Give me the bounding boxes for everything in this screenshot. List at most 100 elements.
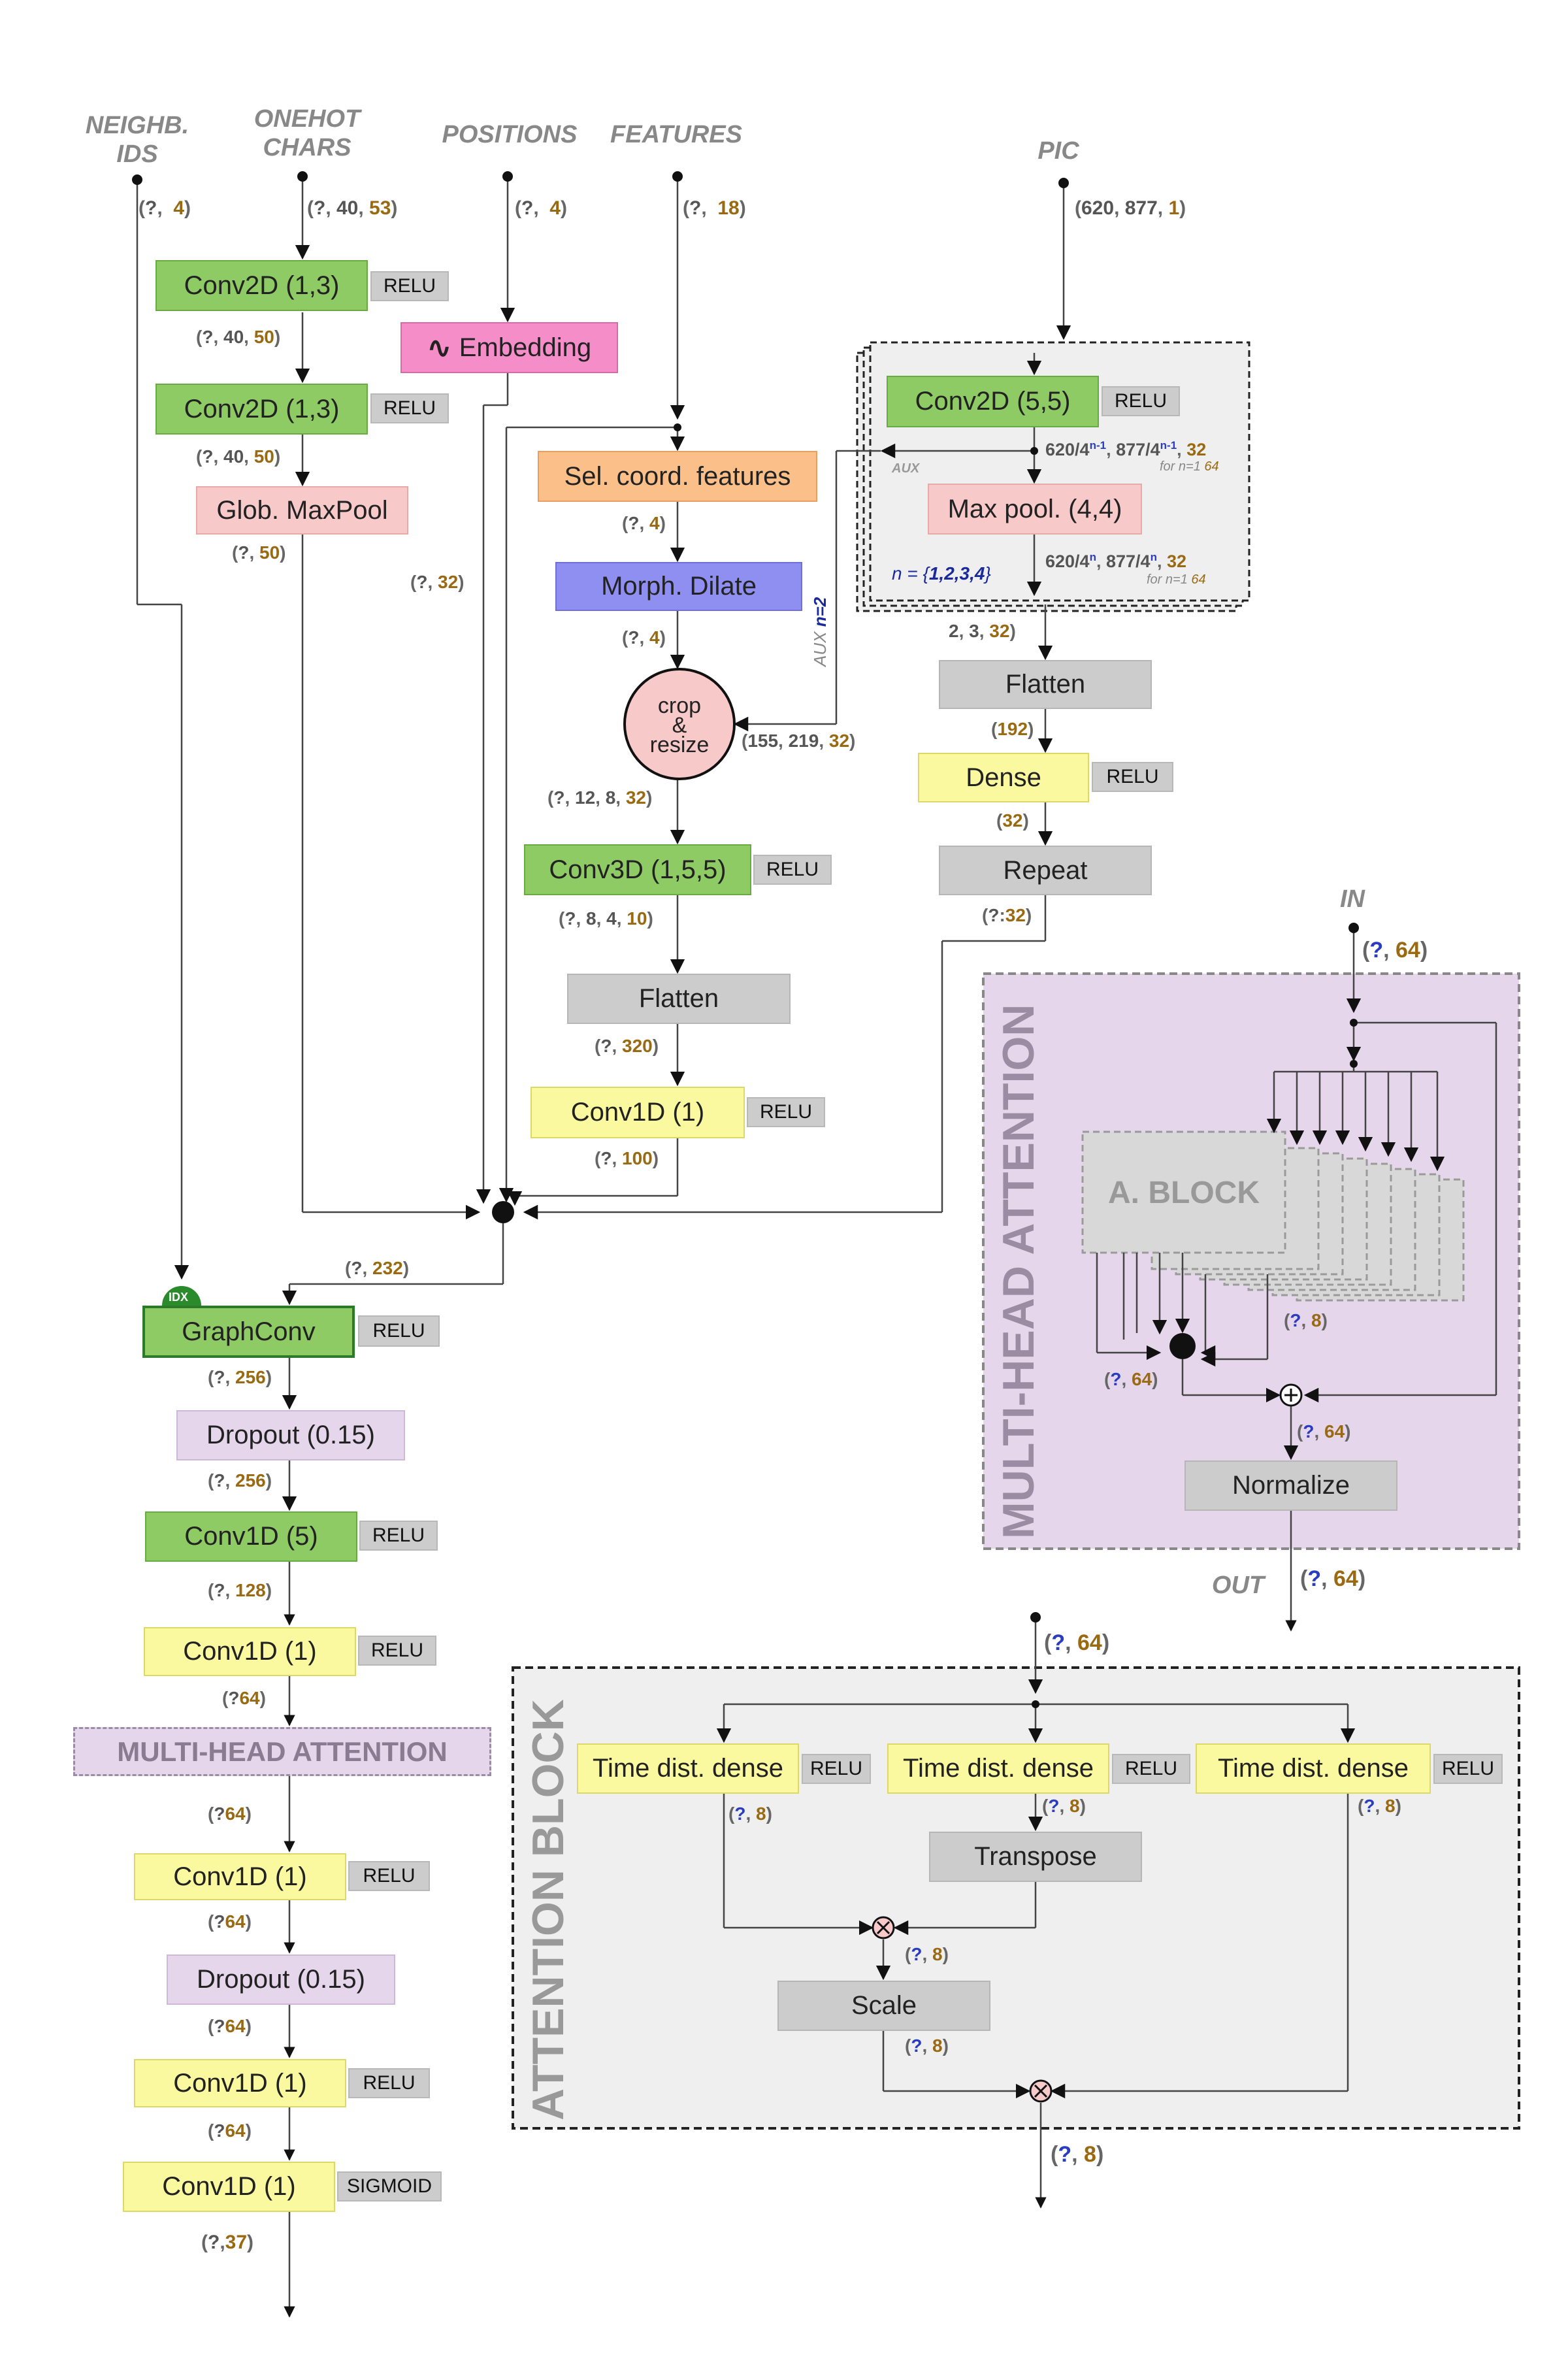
shape-crop-resize: (155, 219, 32) bbox=[742, 731, 856, 751]
embedding-layer: ∿Embedding bbox=[400, 322, 618, 373]
td-dense-2-activation: RELU bbox=[1112, 1754, 1190, 1784]
shape-matmul-1: (?, 8) bbox=[905, 1944, 949, 1964]
shape-glob-maxpool: (?, 50) bbox=[232, 542, 286, 563]
shape-attn-in: (?, 64) bbox=[1044, 1630, 1110, 1655]
morph-dilate-layer: Morph. Dilate bbox=[555, 562, 802, 611]
input-neighb-ids: NEIGHB. IDS bbox=[85, 112, 189, 168]
shape-embedding: (?, 32) bbox=[410, 572, 465, 592]
conv1d-c-layer: Conv1D (1) bbox=[134, 2059, 346, 2107]
conv1d-c-activation: RELU bbox=[348, 2068, 430, 2098]
mha-panel-title: MULTI-HEAD ATTENTION bbox=[994, 1004, 1043, 1539]
sel-coord-features-layer: Sel. coord. features bbox=[538, 451, 817, 502]
mha-block: MULTI-HEAD ATTENTION bbox=[73, 1727, 491, 1776]
a-block-label: A. BLOCK bbox=[1108, 1175, 1260, 1210]
crop-resize-layer: crop & resize bbox=[649, 693, 710, 757]
td-dense-2-layer: Time dist. dense bbox=[887, 1743, 1109, 1794]
concat-node bbox=[492, 1201, 514, 1223]
shape-flatten-2: (192) bbox=[991, 719, 1034, 739]
aux-label-1: AUX bbox=[892, 461, 920, 476]
shape-td-dense-1: (?, 8) bbox=[728, 1804, 772, 1824]
shape-conv2d-1: (?, 40, 50) bbox=[196, 327, 281, 347]
input-mha-in: IN bbox=[1340, 885, 1365, 913]
n-set-label: n = {1,2,3,4} bbox=[892, 563, 991, 584]
input-pic: PIC bbox=[1037, 137, 1079, 165]
conv1d-b-activation: RELU bbox=[348, 1861, 430, 1891]
dropout-1-layer: Dropout (0.15) bbox=[176, 1410, 405, 1460]
idx-badge-shape bbox=[162, 1286, 201, 1306]
shape-mha-in: (?, 64) bbox=[1362, 938, 1428, 963]
shape-mha: (?64) bbox=[208, 1804, 252, 1824]
crop-resize-circle bbox=[623, 668, 736, 780]
shape-dropout-1: (?, 256) bbox=[208, 1470, 272, 1491]
conv1d-d-activation: SIGMOID bbox=[337, 2171, 442, 2201]
td-dense-1-layer: Time dist. dense bbox=[577, 1743, 799, 1794]
graphconv-layer: GraphConv bbox=[142, 1306, 355, 1358]
transpose-layer: Transpose bbox=[929, 1832, 1142, 1882]
shape-dense: (32) bbox=[996, 810, 1029, 831]
conv1d-100-activation: RELU bbox=[747, 1097, 825, 1127]
aux-n2-label: AUX n=2 bbox=[810, 597, 830, 667]
shape-flatten-1: (?, 320) bbox=[595, 1036, 659, 1056]
shape-morph-dilate: (?, 4) bbox=[622, 627, 666, 648]
flatten-1-layer: Flatten bbox=[567, 974, 791, 1024]
for-n1-label-2: for n=1 64 bbox=[1147, 572, 1206, 587]
shape-concat: (?, 232) bbox=[345, 1258, 410, 1278]
shape-mha-out: (?, 64) bbox=[1300, 1566, 1366, 1591]
conv1d-100-layer: Conv1D (1) bbox=[531, 1087, 745, 1138]
shape-pre-flatten-2: 2, 3, 32) bbox=[949, 621, 1016, 641]
shape-conv1d-5: (?, 128) bbox=[208, 1580, 272, 1600]
shape-features: (?, 18) bbox=[683, 197, 746, 219]
glob-maxpool-layer: Glob. MaxPool bbox=[196, 486, 408, 535]
scale-layer: Scale bbox=[777, 1981, 990, 2031]
td-dense-3-layer: Time dist. dense bbox=[1196, 1743, 1431, 1794]
shape-td-dense-2: (?, 8) bbox=[1042, 1796, 1086, 1816]
attention-block-title: ATTENTION BLOCK bbox=[523, 1699, 573, 2120]
mha-concat-node bbox=[1169, 1333, 1196, 1359]
shape-dropout-2: (?64) bbox=[208, 2016, 252, 2036]
connection-lines bbox=[136, 176, 1497, 2318]
conv3d-layer: Conv3D (1,5,5) bbox=[524, 844, 751, 895]
conv2d-2-activation: RELU bbox=[370, 393, 449, 423]
conv1d-a-layer: Conv1D (1) bbox=[144, 1627, 356, 1676]
maxpool-44-layer: Max pool. (4,4) bbox=[928, 484, 1142, 535]
td-dense-1-activation: RELU bbox=[802, 1754, 871, 1784]
dropout-2-layer: Dropout (0.15) bbox=[167, 1954, 395, 2005]
input-onehot-chars: ONEHOT CHARS bbox=[253, 105, 361, 161]
shape-mha-concat: (?, 64) bbox=[1104, 1369, 1158, 1389]
shape-attn-out: (?, 8) bbox=[1051, 2142, 1104, 2167]
wave-icon: ∿ bbox=[427, 331, 451, 364]
conv2d-55-layer: Conv2D (5,5) bbox=[887, 376, 1099, 427]
shape-a-block-out: (?, 8) bbox=[1284, 1310, 1328, 1330]
a-block-stack bbox=[1081, 1130, 1465, 1302]
shape-conv1d-a: (?64) bbox=[222, 1688, 266, 1708]
graphconv-activation: RELU bbox=[358, 1315, 440, 1347]
idx-badge-label: IDX bbox=[169, 1291, 189, 1304]
add-node bbox=[1279, 1383, 1303, 1407]
shape-conv1d-100: (?, 100) bbox=[595, 1148, 659, 1168]
td-dense-3-activation: RELU bbox=[1433, 1754, 1503, 1784]
conv3d-activation: RELU bbox=[753, 855, 832, 885]
shape-repeat: (?:32) bbox=[982, 905, 1032, 925]
conv2d-1-activation: RELU bbox=[370, 271, 449, 301]
conv2d-55-activation: RELU bbox=[1102, 386, 1180, 416]
conv1d-a-activation: RELU bbox=[358, 1636, 436, 1666]
normalize-layer: Normalize bbox=[1184, 1460, 1397, 1511]
input-features: FEATURES bbox=[610, 121, 742, 148]
shape-conv1d-c: (?64) bbox=[208, 2120, 252, 2141]
matmul-node-1 bbox=[872, 1916, 895, 1939]
matmul-node-2 bbox=[1029, 2079, 1053, 2103]
repeat-layer: Repeat bbox=[939, 846, 1152, 895]
shape-graphconv: (?, 256) bbox=[208, 1367, 272, 1387]
input-dots bbox=[132, 171, 1359, 1708]
shape-mha-add: (?, 64) bbox=[1297, 1421, 1351, 1442]
shape-sel-coord: (?, 4) bbox=[622, 513, 666, 533]
dense-activation: RELU bbox=[1092, 762, 1173, 792]
shape-onehot: (?, 40, 53) bbox=[307, 197, 398, 219]
shape-conv2d-55: 620/4n-1, 877/4n-1, 32 bbox=[1045, 439, 1207, 459]
shape-td-dense-3: (?, 8) bbox=[1358, 1796, 1401, 1816]
shape-positions: (?, 4) bbox=[515, 197, 568, 219]
shape-pic: (620, 877, 1) bbox=[1075, 197, 1186, 219]
conv1d-5-layer: Conv1D (5) bbox=[145, 1511, 357, 1562]
output-mha-out: OUT bbox=[1211, 1572, 1265, 1599]
input-positions: POSITIONS bbox=[442, 121, 578, 148]
